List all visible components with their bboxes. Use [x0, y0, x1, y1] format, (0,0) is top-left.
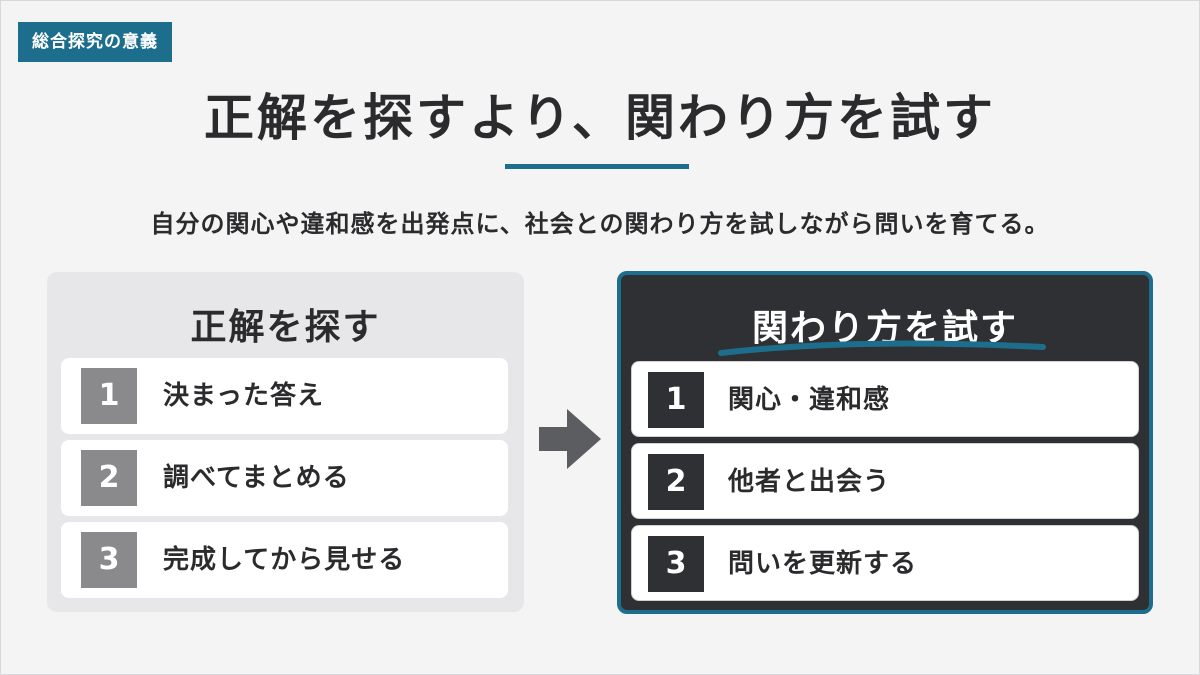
panel-find-answer: 正解を探す 1 決まった答え 2 調べてまとめる 3 完成してから見せる	[47, 272, 524, 612]
item-number: 2	[648, 454, 704, 510]
list-item: 3 完成してから見せる	[61, 522, 508, 598]
item-label: 完成してから見せる	[163, 545, 406, 575]
list-item: 1 関心・違和感	[631, 361, 1139, 437]
list-item: 1 決まった答え	[61, 358, 508, 434]
list-item: 3 問いを更新する	[631, 525, 1139, 601]
brush-underline-icon	[718, 340, 1046, 356]
item-label: 決まった答え	[163, 381, 324, 411]
item-number: 2	[81, 450, 137, 506]
category-tag: 総合探究の意義	[18, 22, 172, 62]
list-item: 2 他者と出会う	[631, 443, 1139, 519]
item-label: 調べてまとめる	[163, 463, 350, 493]
arrow-right-icon	[539, 409, 601, 469]
item-label: 問いを更新する	[728, 549, 918, 579]
panel-try-engagement: 関わり方を試す 1 関心・違和感 2 他者と出会う 3 問いを更新する	[617, 271, 1153, 614]
slide-subtitle: 自分の関心や違和感を出発点に、社会との関わり方を試しながら問いを育てる。	[150, 210, 1050, 238]
title-underline	[505, 164, 689, 169]
item-number: 1	[648, 372, 704, 428]
item-number: 3	[648, 536, 704, 592]
panel-left-heading: 正解を探す	[190, 307, 381, 348]
item-label: 関心・違和感	[728, 385, 891, 415]
item-label: 他者と出会う	[728, 467, 891, 497]
list-item: 2 調べてまとめる	[61, 440, 508, 516]
item-number: 1	[81, 368, 137, 424]
slide-title: 正解を探すより、関わり方を試す	[204, 89, 996, 147]
item-number: 3	[81, 532, 137, 588]
